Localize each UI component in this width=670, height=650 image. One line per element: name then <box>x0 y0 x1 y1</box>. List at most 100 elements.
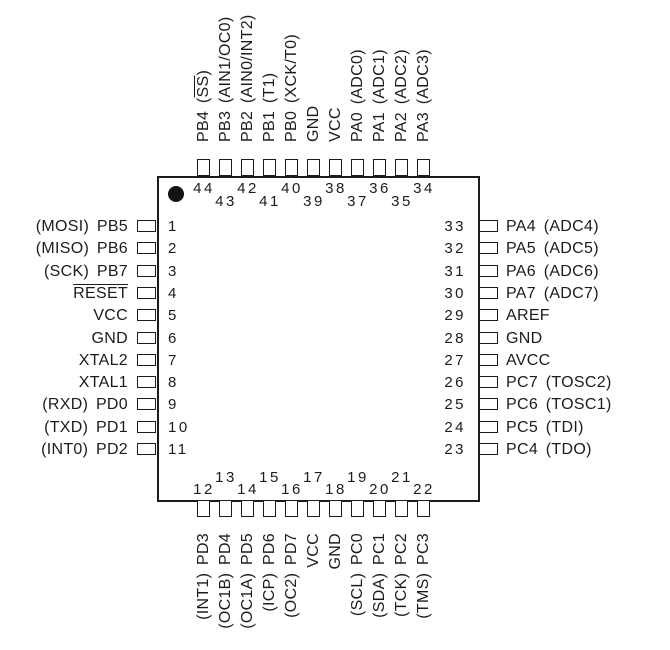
pin-20-stub <box>373 500 386 517</box>
pin-4-number: 4 <box>168 284 179 302</box>
pin-16-label: (OC2) PD7 <box>283 533 300 618</box>
pin-3-number: 3 <box>168 262 179 280</box>
pin-26-label: PC7 (TOSC2) <box>506 374 612 392</box>
pin-19-label: (SCL) PC0 <box>349 533 366 617</box>
pin-35-stub <box>395 159 408 176</box>
pin-43-number: 43 <box>215 193 237 210</box>
pin-16-stub <box>285 500 298 517</box>
pin-24-stub <box>479 420 498 433</box>
pin-9-number: 9 <box>168 396 179 414</box>
pin-25-label: PC6 (TOSC1) <box>506 396 612 414</box>
pin-30-stub <box>479 286 498 299</box>
pin-27-label: AVCC <box>506 351 551 369</box>
pin-34-number: 34 <box>413 180 435 197</box>
pin-18-label: GND <box>327 533 344 570</box>
pin-31-number: 31 <box>444 262 466 280</box>
pin-3-label: (SCK) PB7 <box>44 262 128 280</box>
pin-36-stub <box>373 159 386 176</box>
pin-34-stub <box>417 159 430 176</box>
pin-23-number: 23 <box>444 441 466 458</box>
pin-8-label: XTAL1 <box>78 374 128 392</box>
pin-9-stub <box>137 398 156 411</box>
pin-17-number: 17 <box>303 469 325 486</box>
pin-27-number: 27 <box>444 351 466 369</box>
pin-32-label: PA5 (ADC5) <box>506 240 599 258</box>
pin-7-number: 7 <box>168 351 179 369</box>
pin-13-label: (OC1B) PD4 <box>217 533 234 629</box>
pin-19-number: 19 <box>347 469 369 486</box>
pin-37-label: PA0 (ADC0) <box>349 49 366 142</box>
pin-1-number: 1 <box>168 218 179 235</box>
pin-4-stub <box>137 286 156 299</box>
pin-32-stub <box>479 242 498 255</box>
pin-11-label: (INT0) PD2 <box>41 441 128 458</box>
pin-39-label: GND <box>305 105 322 142</box>
pin-21-stub <box>395 500 408 517</box>
pin-15-label: (ICP) PD6 <box>261 533 278 612</box>
pin-28-stub <box>479 331 498 344</box>
pin-20-label: (SDA) PC1 <box>371 533 388 618</box>
pin-2-label: (MISO) PB6 <box>35 240 128 258</box>
pin-41-number: 41 <box>259 193 281 210</box>
pin-8-stub <box>137 376 156 389</box>
pin-5-stub <box>137 309 156 322</box>
pin-36-number: 36 <box>369 180 391 197</box>
pin-29-stub <box>479 309 498 322</box>
pin-38-stub <box>329 159 342 176</box>
pin-7-label: XTAL2 <box>78 351 128 369</box>
pin-37-number: 37 <box>347 193 369 210</box>
pin-43-stub <box>219 159 232 176</box>
pin-33-stub <box>479 220 498 232</box>
pin-16-number: 16 <box>281 481 303 498</box>
pin-40-label: PB0 (XCK/T0) <box>283 34 300 142</box>
pin-35-number: 35 <box>391 193 413 210</box>
pin-20-number: 20 <box>369 481 391 498</box>
pin-25-stub <box>479 398 498 411</box>
pin-22-stub <box>417 500 430 517</box>
pin-15-number: 15 <box>259 469 281 486</box>
pin-29-label: AREF <box>506 307 550 325</box>
pin-12-number: 12 <box>193 481 215 498</box>
pin-26-number: 26 <box>444 374 466 392</box>
pin-2-stub <box>137 242 156 255</box>
pin-17-stub <box>307 500 320 517</box>
pin-36-label: PA1 (ADC1) <box>371 49 388 142</box>
pin-43-label: PB3 (AIN1/OC0) <box>217 16 234 142</box>
pin-14-label: (OC1A) PD5 <box>239 533 256 629</box>
pin-27-stub <box>479 353 498 366</box>
pin-41-stub <box>263 159 276 176</box>
pin-10-number: 10 <box>168 418 190 436</box>
pin1-indicator-dot <box>168 186 184 202</box>
pin-30-number: 30 <box>444 284 466 302</box>
pin-10-label: (TXD) PD1 <box>44 418 128 436</box>
pin-28-label: GND <box>506 329 543 347</box>
overline-text: SS <box>195 75 212 98</box>
pin-6-stub <box>137 331 156 344</box>
pin-11-number: 11 <box>168 441 189 458</box>
pin-29-number: 29 <box>444 307 466 325</box>
pin-23-label: PC4 (TDO) <box>506 441 592 458</box>
pin-21-number: 21 <box>391 469 413 486</box>
pin-10-stub <box>137 420 156 433</box>
pin-40-number: 40 <box>281 180 303 197</box>
pin-33-label: PA4 (ADC4) <box>506 218 599 235</box>
pin-18-number: 18 <box>325 481 347 498</box>
chip-body <box>157 176 480 502</box>
pin-21-label: (TCK) PC2 <box>393 533 410 617</box>
pin-31-label: PA6 (ADC6) <box>506 262 599 280</box>
pin-37-stub <box>351 159 364 176</box>
pin-1-label: (MOSI) PB5 <box>35 218 128 235</box>
pin-39-number: 39 <box>303 193 325 210</box>
pin-33-number: 33 <box>444 218 466 235</box>
pin-13-number: 13 <box>215 469 237 486</box>
pin-12-label: (INT1) PD3 <box>195 533 212 620</box>
pin-44-label: PB4 (SS) <box>195 69 212 142</box>
pin-19-stub <box>351 500 364 517</box>
pin-44-number: 44 <box>193 180 215 197</box>
pin-14-number: 14 <box>237 481 259 498</box>
pin-34-label: PA3 (ADC3) <box>415 49 432 142</box>
pin-4-label: RESET <box>0 285 128 303</box>
pin-41-label: PB1 (T1) <box>261 72 278 142</box>
pin-8-number: 8 <box>168 374 179 392</box>
